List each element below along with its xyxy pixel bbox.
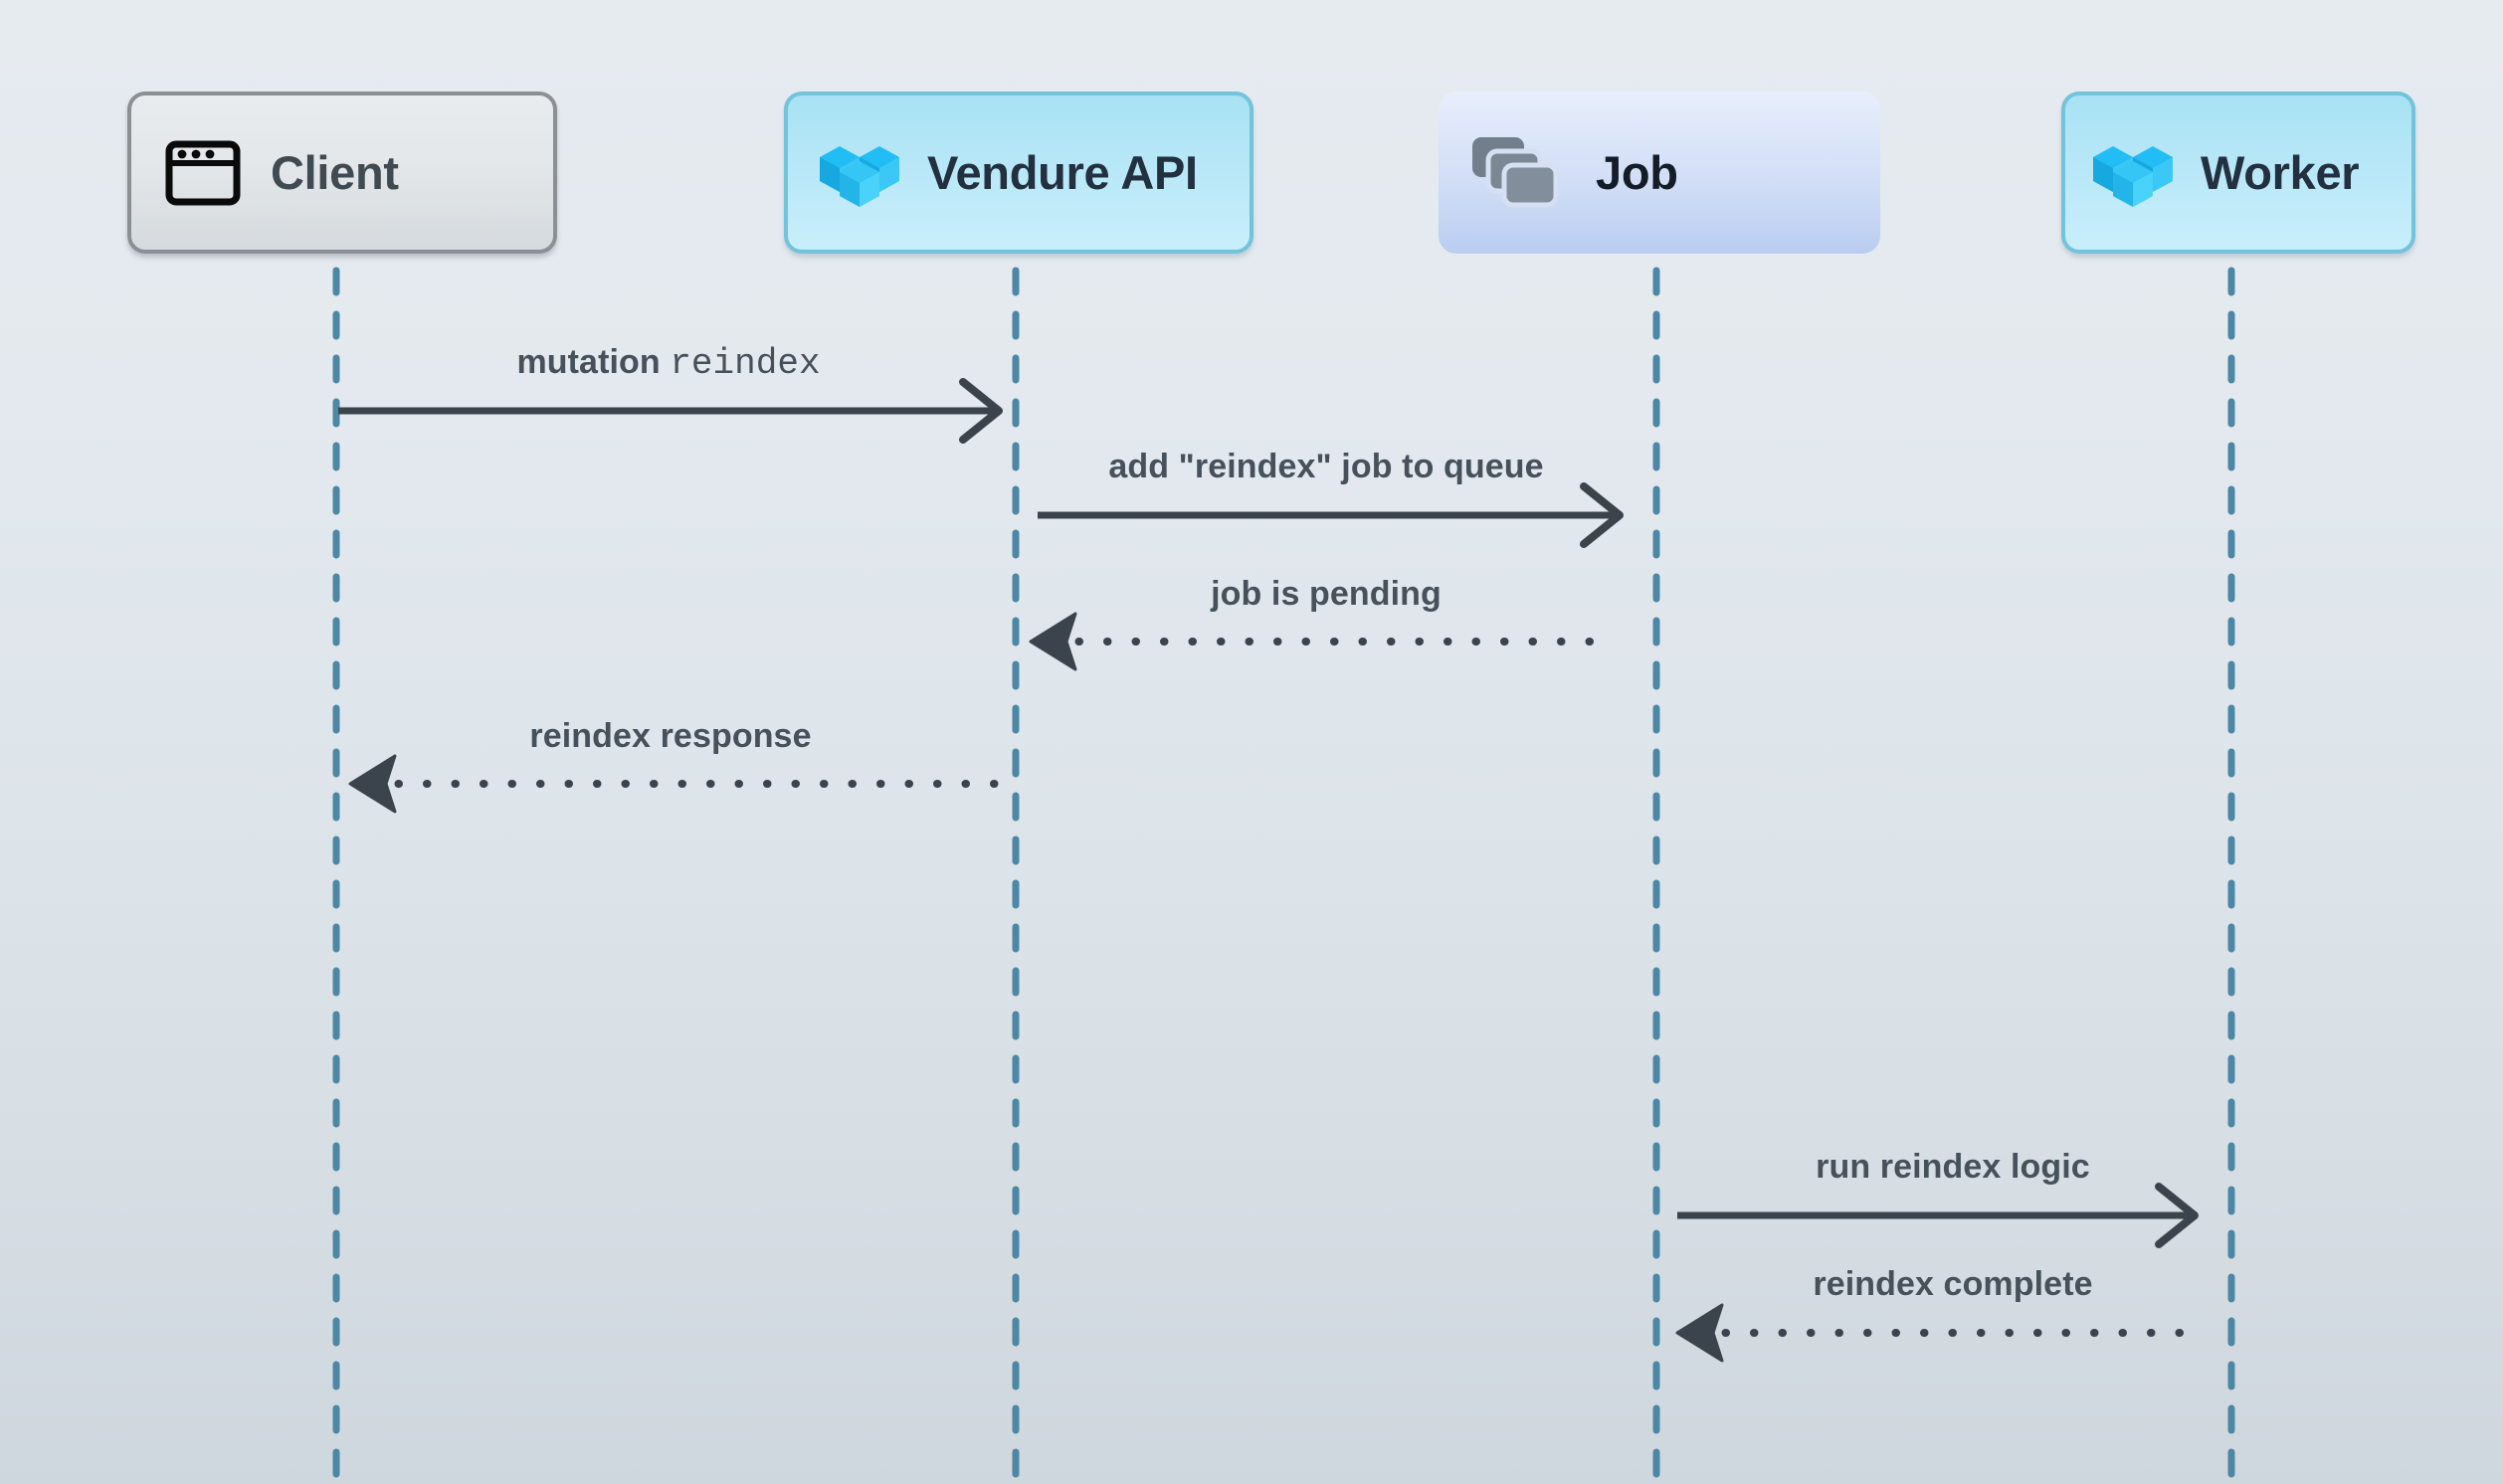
message-label-job-is-pending: job is pending bbox=[1211, 575, 1442, 613]
browser-window-icon bbox=[165, 140, 241, 206]
message-arrow-mutation-reindex bbox=[338, 378, 1003, 444]
participant-client-label: Client bbox=[271, 146, 399, 199]
message-arrow-run-reindex-logic bbox=[1677, 1183, 2199, 1248]
participant-worker-label: Worker bbox=[2201, 146, 2360, 199]
participant-worker[interactable]: Worker bbox=[2061, 92, 2415, 254]
participant-client[interactable]: Client bbox=[127, 92, 557, 254]
message-label-add-reindex-job-to-queue: add "reindex" job to queue bbox=[1108, 448, 1544, 485]
vendure-cubes-logo-icon bbox=[818, 137, 901, 209]
participant-job-label: Job bbox=[1596, 146, 1678, 199]
message-arrow-reindex-response bbox=[348, 754, 999, 814]
message-arrow-job-is-pending bbox=[1029, 612, 1620, 671]
message-arrow-reindex-complete bbox=[1675, 1303, 2195, 1363]
vendure-cubes-logo-icon bbox=[2091, 137, 2175, 209]
message-label-reindex-response: reindex response bbox=[529, 717, 812, 755]
message-label-run-reindex-logic: run reindex logic bbox=[1816, 1148, 2090, 1186]
message-label-reindex-complete: reindex complete bbox=[1813, 1265, 2093, 1303]
participant-vendure-api[interactable]: Vendure API bbox=[784, 92, 1253, 254]
participant-job[interactable]: Job bbox=[1439, 92, 1880, 254]
message-label-mutation-reindex: mutation reindex bbox=[516, 343, 821, 384]
message-arrow-add-reindex-job-to-queue bbox=[1038, 482, 1624, 548]
stacked-cards-icon bbox=[1470, 135, 1562, 211]
participant-vendure-api-label: Vendure API bbox=[927, 146, 1198, 199]
